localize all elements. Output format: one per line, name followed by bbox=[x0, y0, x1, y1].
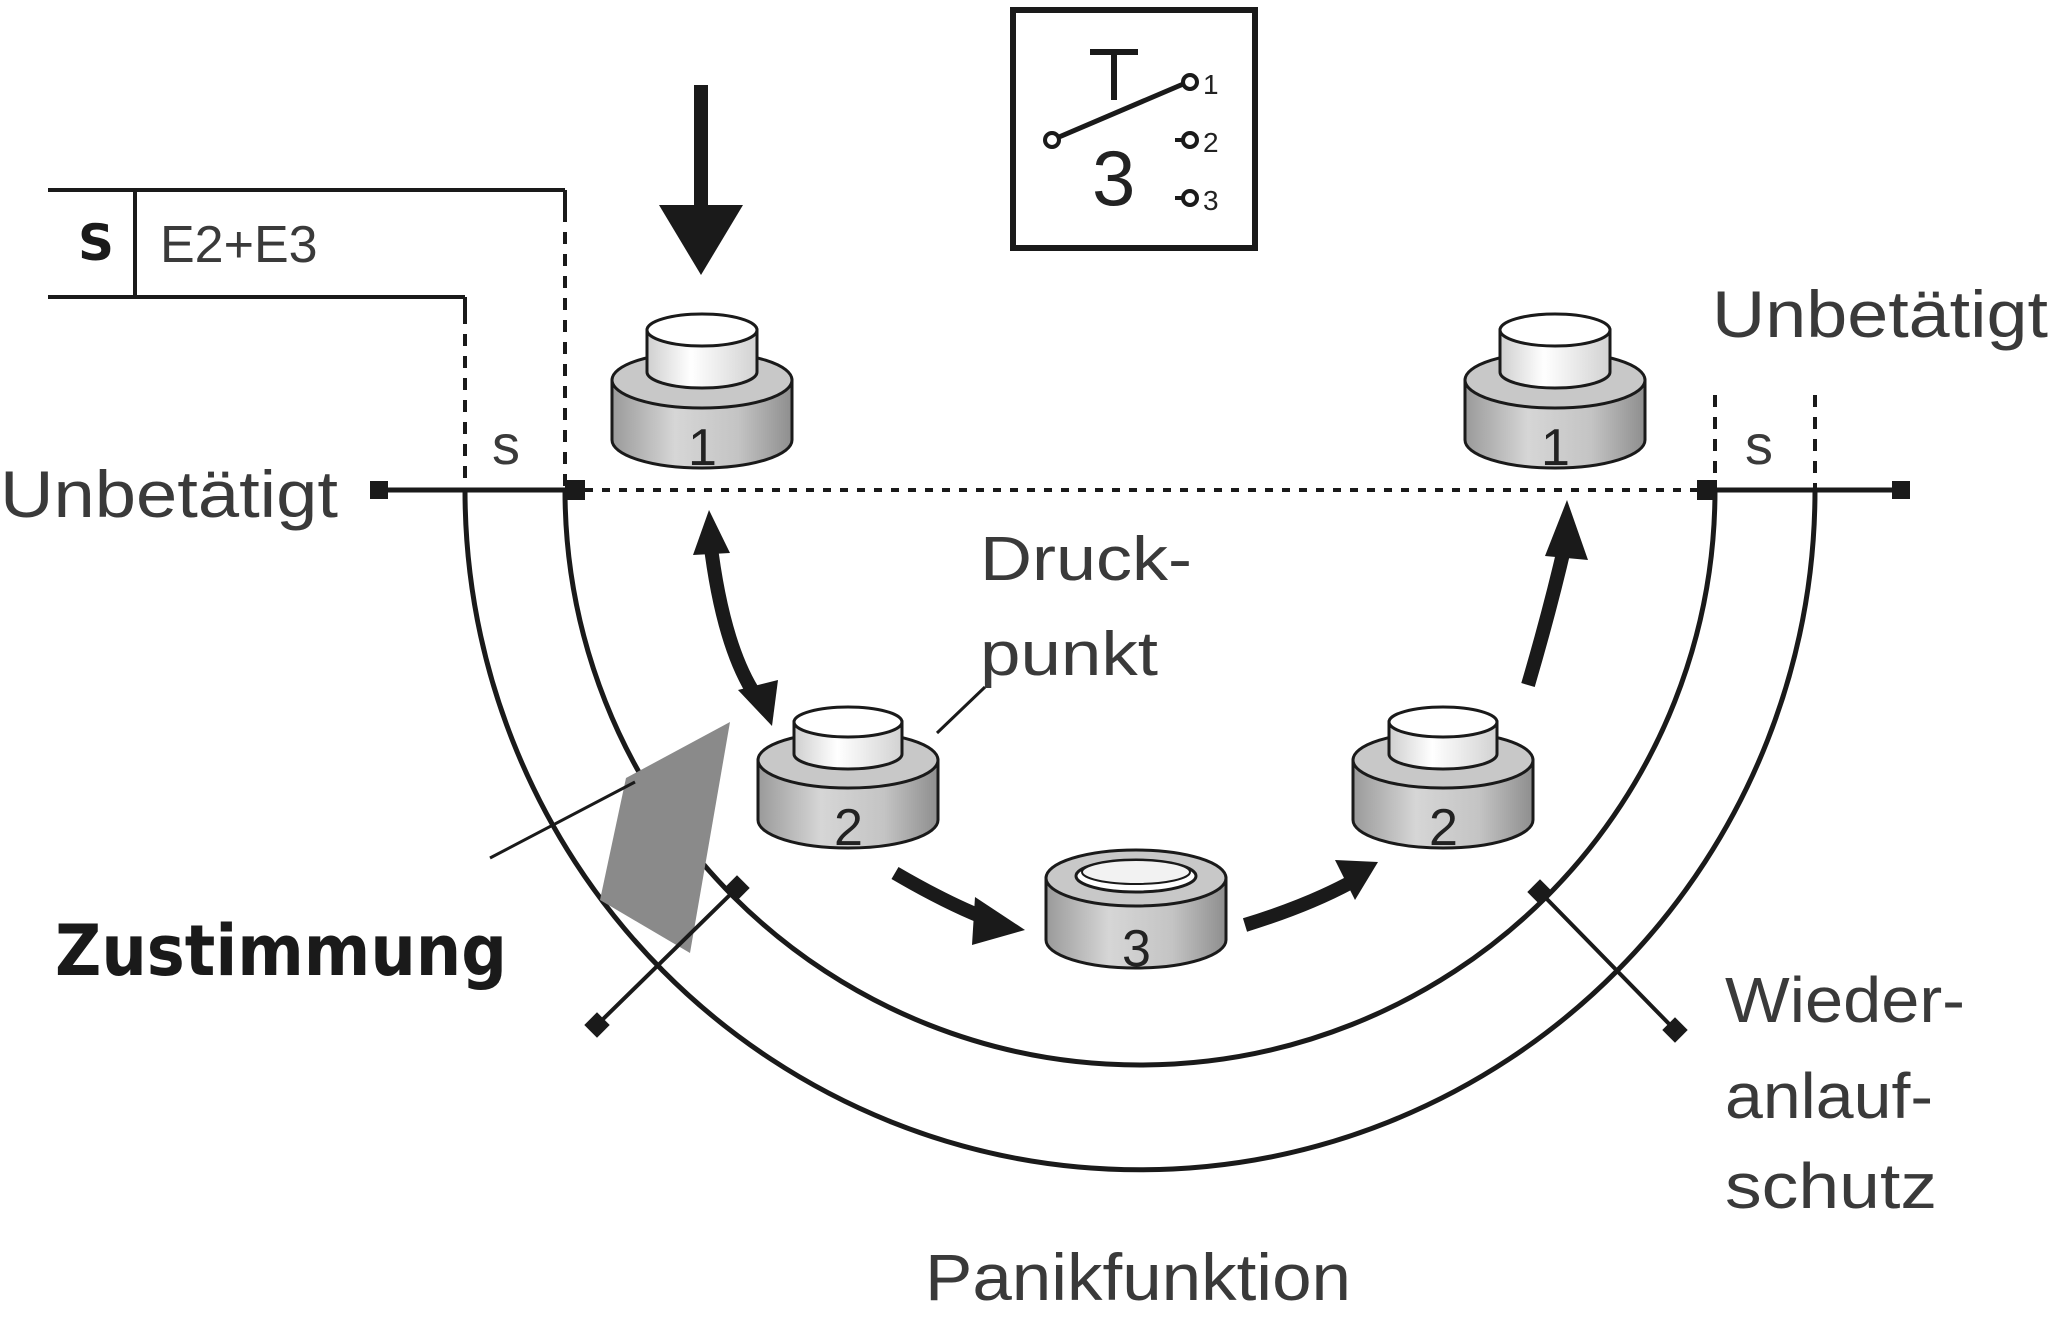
label-panic: Panikfunktion bbox=[925, 1240, 1351, 1314]
unactuated-baseline bbox=[370, 395, 1910, 500]
label-unactuated-left: Unbetätigt bbox=[0, 457, 338, 531]
arrow-3-2 bbox=[1242, 873, 1359, 932]
button-pos-3: 3 bbox=[1044, 848, 1228, 978]
button-number: 1 bbox=[688, 419, 717, 477]
header-key: S bbox=[78, 214, 114, 272]
button-pos-1-left: 1 bbox=[610, 312, 794, 477]
button-pos-1-right: 1 bbox=[1463, 312, 1647, 477]
button-pos-2-right: 2 bbox=[1351, 705, 1535, 857]
label-restart-2: anlauf- bbox=[1725, 1060, 1933, 1132]
label-enabling: Zustimmung bbox=[55, 910, 507, 992]
state-arcs bbox=[462, 489, 1818, 1173]
button-number: 2 bbox=[1429, 799, 1458, 857]
label-s-right: s bbox=[1745, 413, 1773, 476]
button-number: 1 bbox=[1541, 419, 1570, 477]
switch-position-label: 3 bbox=[1092, 134, 1135, 222]
header-value: E2+E3 bbox=[160, 216, 318, 274]
button-number: 3 bbox=[1122, 920, 1151, 978]
contact-1-label: 1 bbox=[1203, 69, 1219, 100]
press-down-arrow bbox=[659, 85, 743, 275]
arrow-1-2 bbox=[703, 539, 759, 694]
switch-symbol: 3 1 2 3 bbox=[1010, 7, 1258, 251]
pressure-point-leader bbox=[935, 685, 987, 735]
label-unactuated-right: Unbetätigt bbox=[1712, 277, 2048, 351]
enabling-pointer-line bbox=[489, 780, 636, 860]
label-restart-3: schutz bbox=[1725, 1150, 1937, 1222]
contact-2-label: 2 bbox=[1203, 127, 1219, 158]
panic-arc bbox=[462, 489, 1818, 1173]
arrow-2-1 bbox=[1521, 543, 1572, 687]
label-pressure-point-1: Druck- bbox=[980, 525, 1192, 594]
label-pressure-point-2: punkt bbox=[980, 620, 1158, 689]
restart-marker bbox=[1527, 879, 1688, 1043]
button-pos-2-left: 2 bbox=[756, 705, 940, 857]
contact-3-label: 3 bbox=[1203, 185, 1219, 216]
label-s-left: s bbox=[492, 413, 520, 476]
enabling-zone bbox=[600, 722, 730, 953]
enabling-arc bbox=[562, 489, 1718, 1068]
enabling-end-marker bbox=[584, 875, 750, 1038]
label-restart-1: Wieder- bbox=[1725, 964, 1965, 1036]
header-box: S E2+E3 bbox=[48, 188, 567, 312]
button-number: 2 bbox=[834, 799, 863, 857]
